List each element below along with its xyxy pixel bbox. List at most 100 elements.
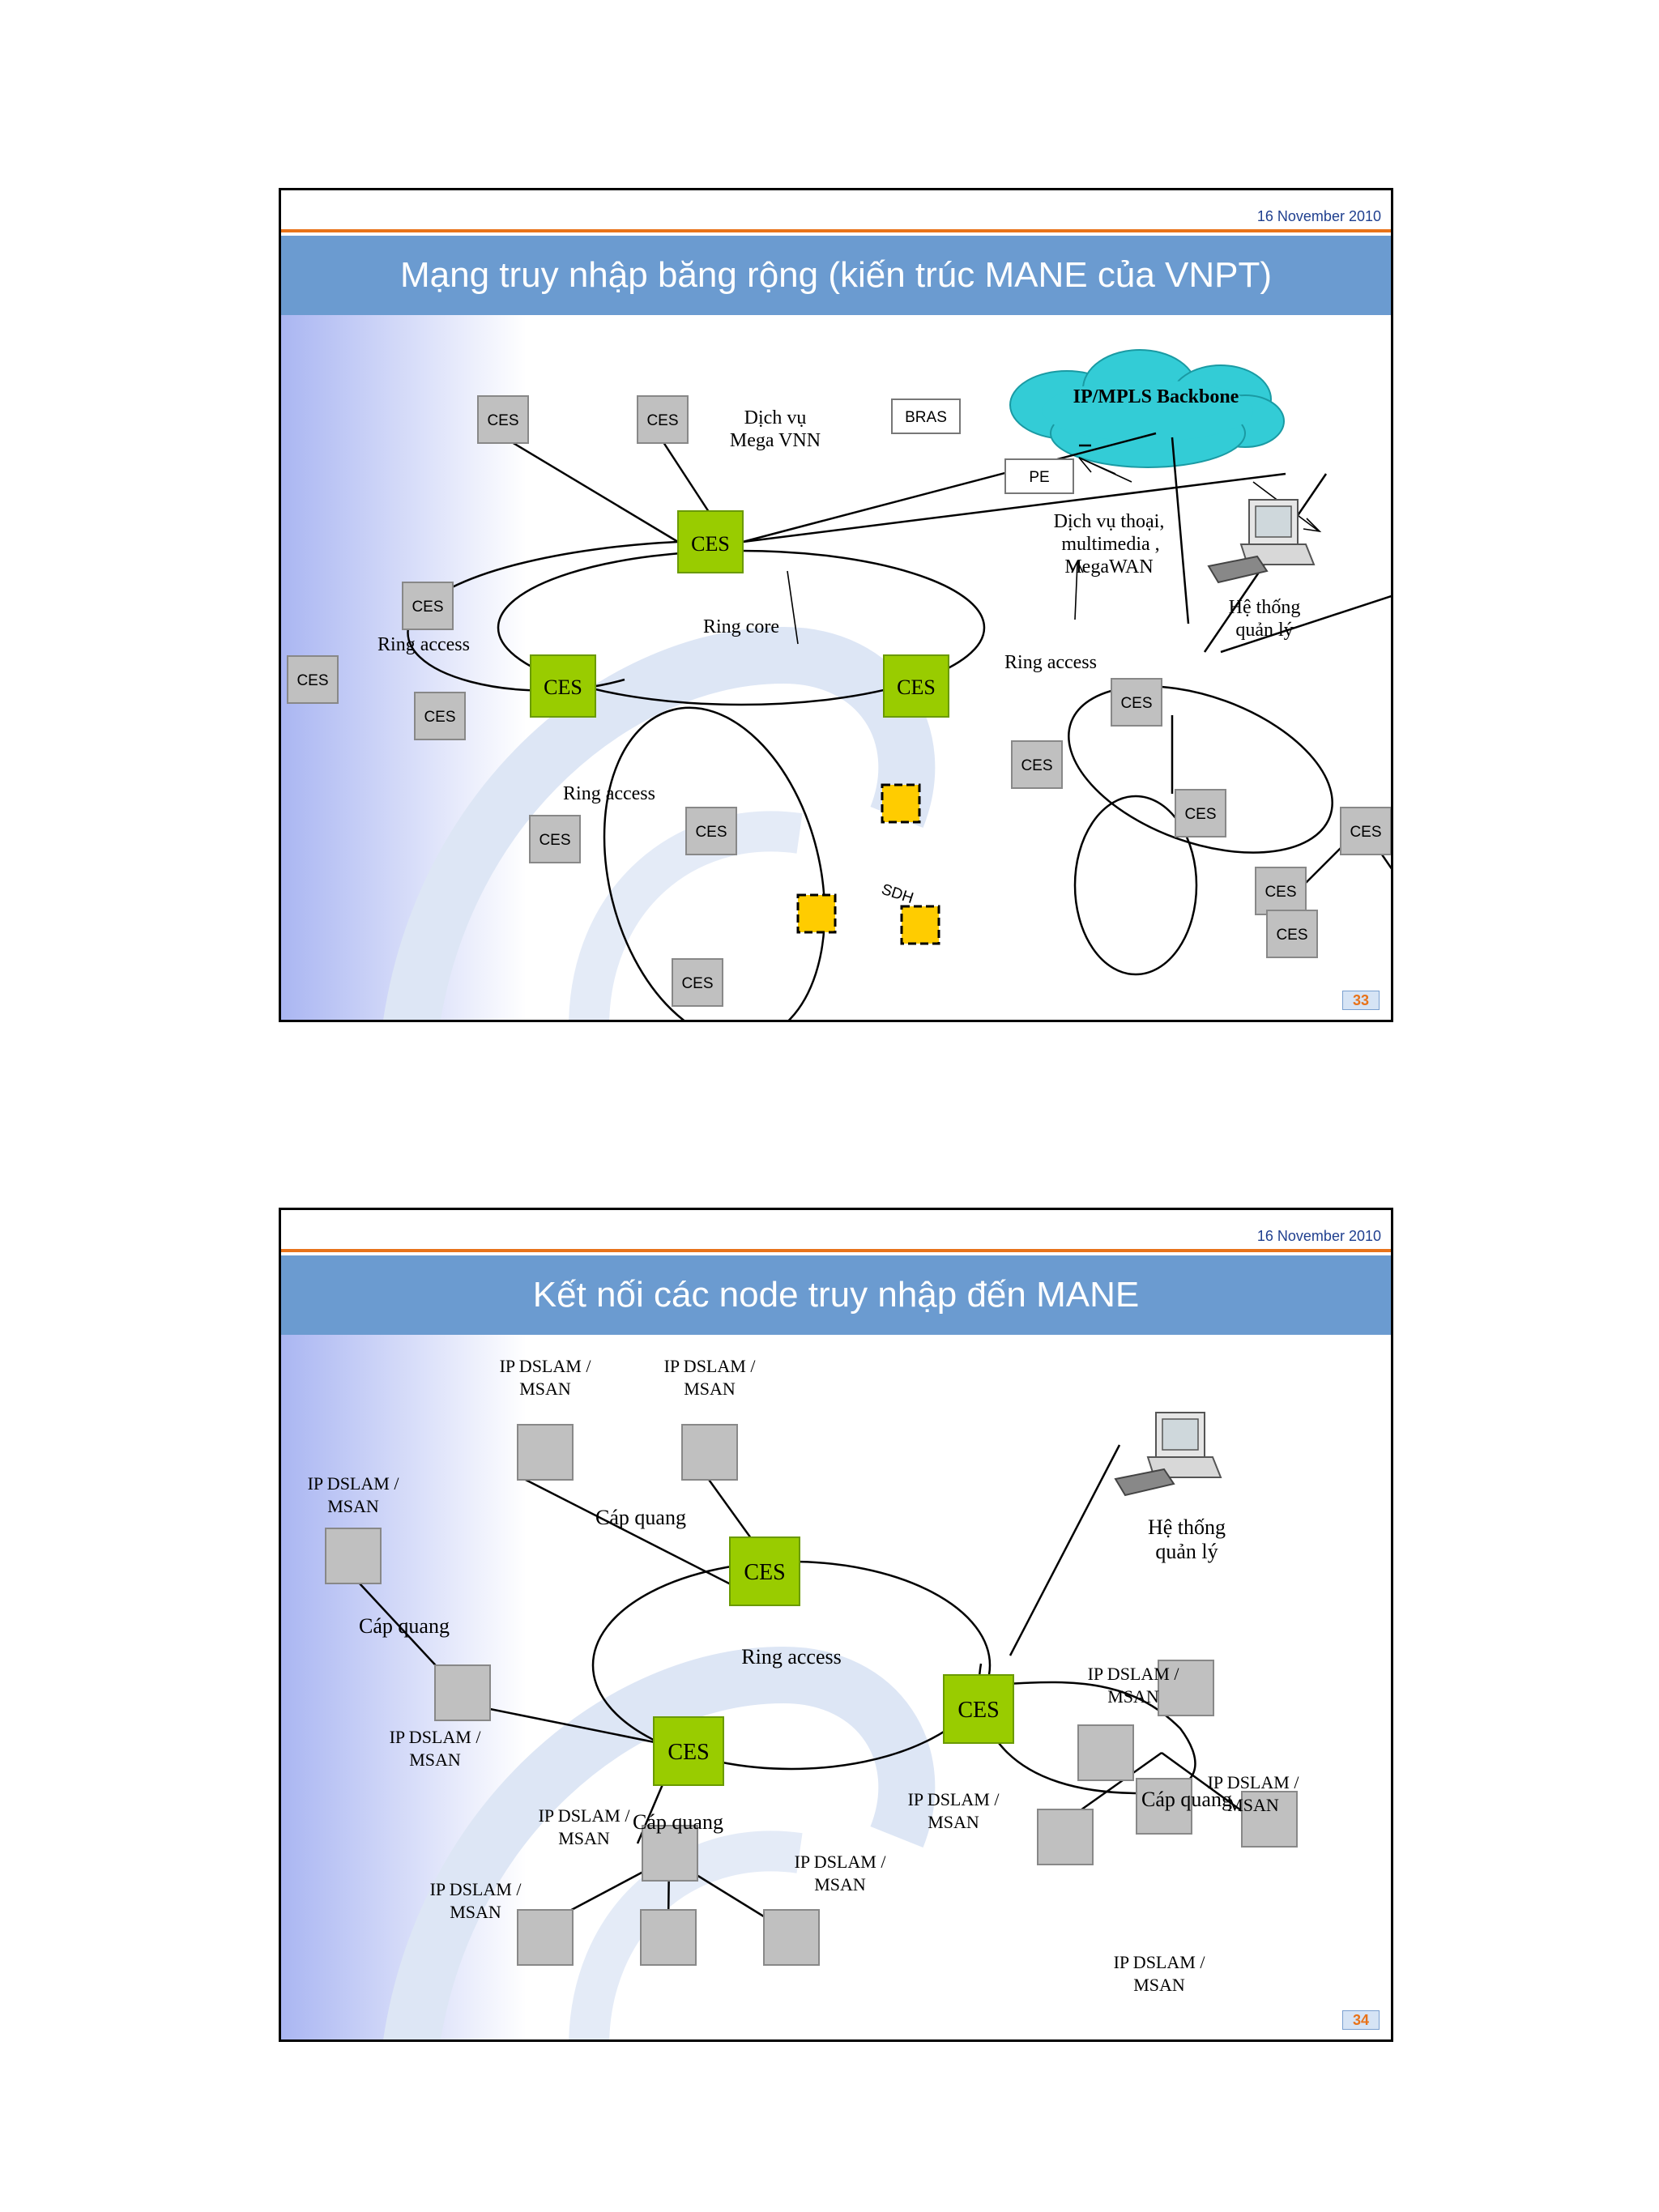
ces-node: CES: [529, 815, 581, 863]
page-number-badge: 34: [1337, 2010, 1383, 2033]
page-number-badge: 33: [1337, 991, 1383, 1013]
ring-access-label: Ring access: [741, 1645, 841, 1669]
svg-text:IP DSLAM /: IP DSLAM /: [539, 1805, 631, 1826]
slide-date: 16 November 2010: [1256, 208, 1381, 224]
ces-node: CES: [685, 807, 737, 855]
ces-node: CES: [729, 1536, 800, 1606]
access-node-connection-diagram: CES CES CES IP DSLAM / MSAN IP DSLAM / M…: [308, 1356, 1300, 1995]
svg-text:MSAN: MSAN: [519, 1379, 571, 1399]
ces-node: CES: [1111, 678, 1162, 727]
dslam-node: [434, 1664, 491, 1721]
svg-text:CES: CES: [667, 1740, 709, 1765]
svg-text:CES: CES: [487, 412, 518, 429]
fiber-label: Cáp quang: [1141, 1788, 1232, 1811]
title-band: Kết nối các node truy nhập đến MANE: [281, 1255, 1391, 1335]
mane-architecture-diagram: IP/MPLS Backbone: [287, 349, 1391, 1020]
svg-text:PE: PE: [1029, 469, 1049, 486]
management-computer-icon: [1114, 1412, 1222, 1497]
ip-mpls-backbone-cloud: IP/MPLS Backbone: [1009, 349, 1285, 468]
mgmt-label-2: quản lý: [1235, 620, 1293, 641]
mega-vnn-label-2: Mega VNN: [730, 430, 821, 451]
svg-text:MSAN: MSAN: [928, 1812, 979, 1832]
ring-access-label: Ring access: [377, 634, 470, 655]
svg-text:CES: CES: [1265, 884, 1296, 901]
dslam-node: [1241, 1791, 1298, 1848]
dslam-node: [517, 1424, 574, 1481]
svg-text:MSAN: MSAN: [409, 1750, 461, 1770]
dslam-nodes: [325, 1424, 1298, 1966]
ces-node: CES: [477, 395, 529, 444]
svg-text:IP DSLAM /: IP DSLAM /: [1088, 1664, 1180, 1684]
svg-text:CES: CES: [1021, 757, 1052, 774]
svg-text:IP DSLAM /: IP DSLAM /: [1114, 1952, 1206, 1972]
svg-text:CES: CES: [744, 1560, 785, 1585]
svg-text:MSAN: MSAN: [1227, 1795, 1279, 1815]
header-divider: [281, 1249, 1391, 1252]
page-number: 34: [1352, 2012, 1370, 2028]
ring-access-label: Ring access: [563, 783, 655, 804]
ces-node: CES: [287, 655, 339, 704]
svg-text:CES: CES: [1120, 695, 1152, 712]
svg-text:IP DSLAM /: IP DSLAM /: [664, 1356, 757, 1376]
header-divider: [281, 229, 1391, 232]
ring-access-label: Ring access: [1004, 652, 1097, 673]
dslam-node: [1136, 1778, 1192, 1835]
svg-text:CES: CES: [957, 1698, 999, 1723]
ces-node: CES: [1175, 789, 1226, 837]
svg-text:CES: CES: [897, 676, 936, 699]
mgmt-label-1: Hệ thống: [1148, 1515, 1226, 1539]
svg-text:IP DSLAM /: IP DSLAM /: [795, 1852, 887, 1872]
ces-node: CES: [1255, 867, 1307, 915]
dslam-node: [763, 1909, 820, 1966]
ces-node: CES: [414, 692, 466, 740]
dslam-node: [517, 1909, 574, 1966]
ces-core-node: CES: [677, 510, 744, 573]
sdh-ring: [1073, 795, 1198, 976]
fiber-label: Cáp quang: [633, 1810, 723, 1834]
svg-text:MSAN: MSAN: [1107, 1686, 1159, 1707]
links: [503, 432, 1391, 904]
mega-vnn-label-1: Dịch vụ: [744, 407, 807, 428]
svg-text:CES: CES: [296, 672, 328, 689]
svg-text:CES: CES: [646, 412, 678, 429]
slide-33: 16 November 2010 Mạng truy nhập băng rộn…: [279, 188, 1393, 1022]
fiber-label: Cáp quang: [359, 1614, 450, 1638]
access-nodes: CES CES CES CES CES CES CES CES CES CES …: [287, 395, 1391, 1007]
slide-title: Kết nối các node truy nhập đến MANE: [532, 1275, 1140, 1315]
svg-text:CES: CES: [412, 599, 443, 616]
ring-access-bottom: [603, 706, 826, 1020]
dslam-node: [681, 1424, 738, 1481]
ces-node: CES: [653, 1716, 724, 1786]
ces-node: CES: [943, 1674, 1014, 1744]
management-computer-icon: [1207, 499, 1316, 584]
svg-text:IP DSLAM /: IP DSLAM /: [908, 1789, 1000, 1809]
ces-node: CES: [672, 958, 723, 1007]
slide-date: 16 November 2010: [1256, 1228, 1381, 1244]
svg-text:MSAN: MSAN: [558, 1828, 610, 1848]
ces-node: CES: [402, 582, 454, 630]
dslam-node: [1077, 1724, 1134, 1781]
svg-text:CES: CES: [544, 676, 582, 699]
svg-text:MSAN: MSAN: [450, 1902, 501, 1922]
fiber-label: Cáp quang: [595, 1506, 686, 1529]
svg-text:IP DSLAM /: IP DSLAM /: [430, 1879, 522, 1899]
dslam-labels: IP DSLAM / MSAN IP DSLAM / MSAN IP DSLAM…: [308, 1356, 1300, 1995]
svg-text:CES: CES: [1350, 824, 1381, 841]
dslam-node: [325, 1528, 382, 1584]
ring-core-label: Ring core: [703, 616, 779, 637]
svg-text:CES: CES: [695, 824, 727, 841]
ces-node: CES: [637, 395, 689, 444]
dslam-node: [642, 1825, 698, 1882]
svg-text:MSAN: MSAN: [1133, 1975, 1185, 1995]
svg-text:MSAN: MSAN: [684, 1379, 736, 1399]
ces-node: CES: [1266, 910, 1318, 958]
ces-nodes: CES CES CES: [653, 1536, 1014, 1786]
svg-text:BRAS: BRAS: [905, 409, 947, 426]
mgmt-label-1: Hệ thống: [1229, 597, 1301, 618]
ces-core-node: CES: [530, 654, 596, 718]
voice-label-1: Dịch vụ thoại,: [1054, 511, 1165, 532]
ces-node: CES: [1340, 807, 1391, 855]
mgmt-label-2: quản lý: [1155, 1540, 1218, 1563]
dslam-node: [1158, 1660, 1214, 1716]
dslam-node: [640, 1909, 697, 1966]
